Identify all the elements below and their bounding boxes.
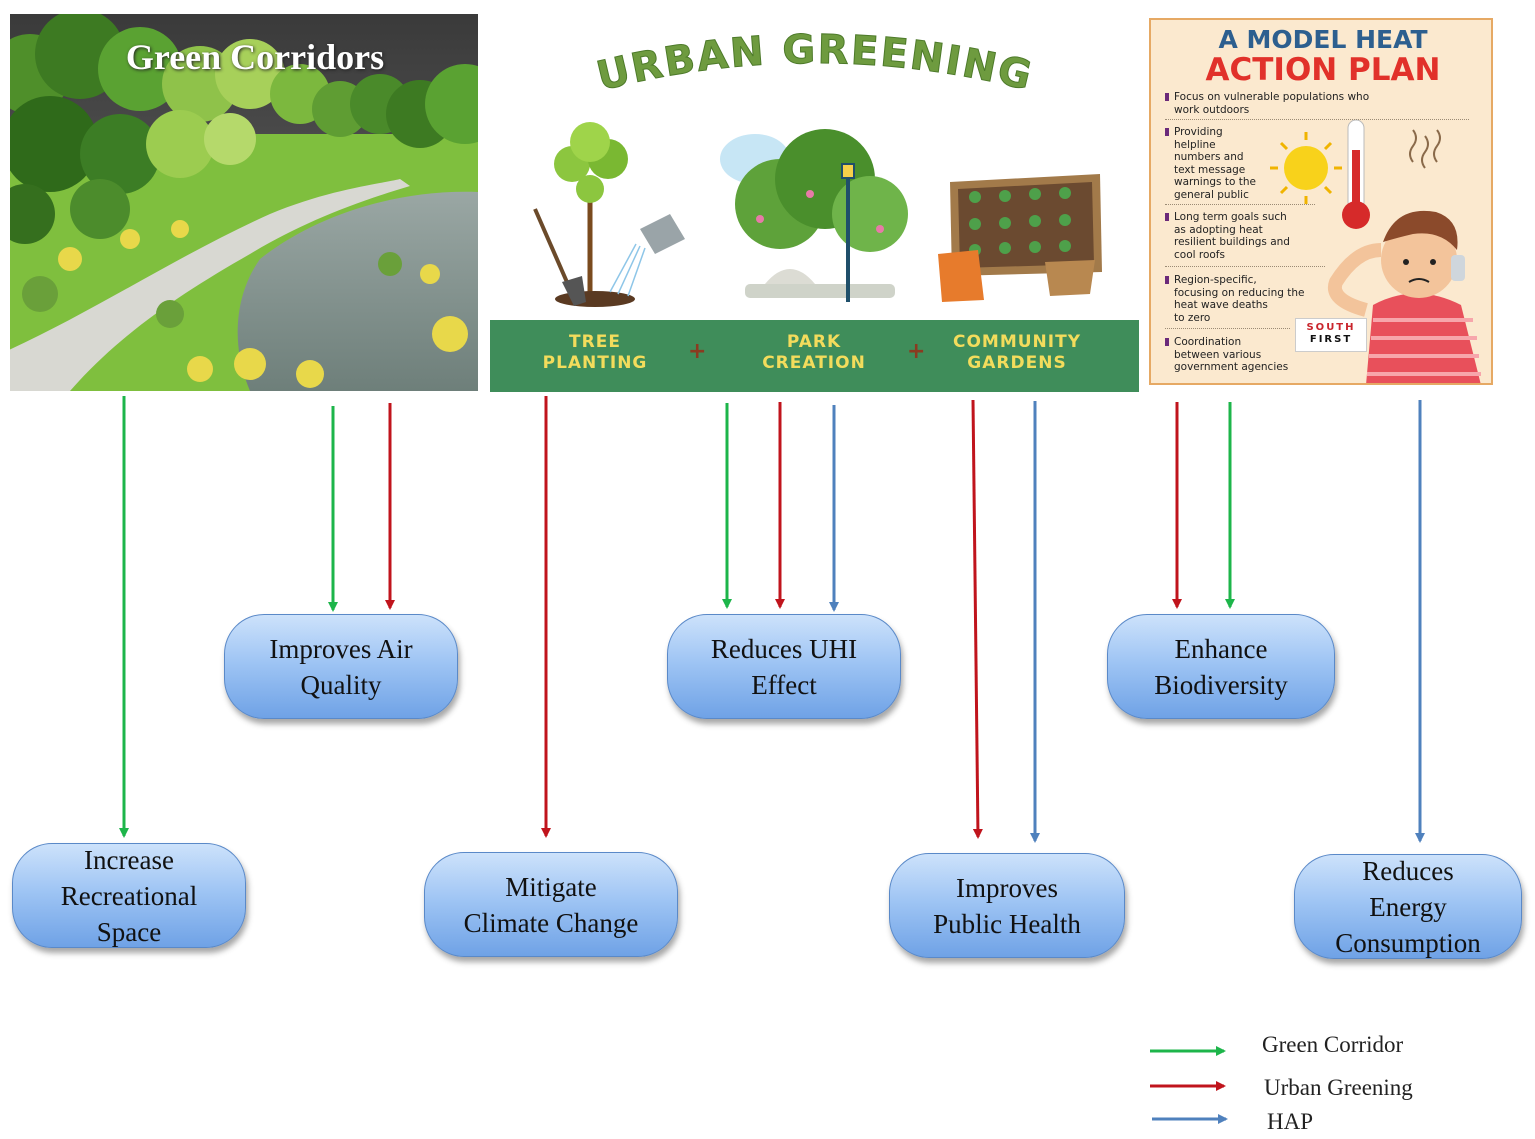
thermometer-icon — [1342, 119, 1370, 229]
urban-greening-title: URBAN GREENING — [592, 26, 1036, 100]
hap-title-line1: A MODEL HEAT — [1218, 25, 1428, 54]
tree-planting-label: TREE PLANTING — [510, 332, 680, 374]
divider — [1165, 204, 1315, 205]
tree-planting-line1: TREE — [569, 332, 621, 352]
green-corridors-image: Green Corridors — [10, 14, 478, 391]
heat-action-plan-illustration — [1270, 119, 1481, 383]
park-creation-label: PARK CREATION — [729, 332, 899, 374]
tree-planting-line2: PLANTING — [542, 353, 648, 373]
hap-item-4: Region-specific, focusing on reducing th… — [1165, 274, 1304, 324]
hap-title-line2: ACTION PLAN — [1205, 52, 1441, 88]
legend-label-urban-greening: Urban Greening — [1264, 1075, 1413, 1100]
south-first-logo: SOUTH FIRST — [1295, 318, 1367, 352]
community-gardens-line2: GARDENS — [967, 353, 1067, 373]
community-gardens-line1: COMMUNITY — [952, 332, 1082, 352]
park-creation-line1: PARK — [786, 332, 842, 352]
legend-label-green-corridor: Green Corridor — [1262, 1032, 1404, 1057]
hap-item-2: Providing helpline numbers and text mess… — [1165, 126, 1256, 201]
green-corridors-title: Green Corridors — [125, 37, 385, 77]
tree-planting-icon — [533, 122, 685, 307]
divider — [1165, 328, 1290, 329]
hap-item-1: Focus on vulnerable populations who work… — [1165, 91, 1369, 116]
plus-sign: + — [907, 339, 926, 364]
green-corridors-illustration — [10, 14, 478, 391]
hap-item-5: Coordination between various government … — [1165, 336, 1288, 374]
plus-sign: + — [688, 339, 707, 364]
legend-label-hap: HAP — [1267, 1109, 1314, 1134]
community-gardens-label: COMMUNITY GARDENS — [927, 332, 1107, 374]
heat-action-plan-panel: A MODEL HEAT ACTION PLAN Focus on vulner… — [1149, 18, 1493, 385]
urban-greening-panel: URBAN GREENING — [490, 14, 1139, 392]
community-gardens-icon — [938, 174, 1102, 302]
divider — [1165, 119, 1469, 120]
urban-greening-illustration: URBAN GREENING — [533, 26, 1102, 307]
divider — [1165, 266, 1325, 267]
hap-item-3: Long term goals such as adopting heat re… — [1165, 211, 1290, 261]
sun-icon — [1270, 132, 1342, 204]
park-creation-line2: CREATION — [762, 353, 866, 373]
svg-text:URBAN GREENING: URBAN GREENING — [592, 27, 1037, 100]
hot-person-icon — [1327, 210, 1481, 383]
park-creation-icon — [720, 129, 908, 302]
urban-greening-band — [490, 320, 1139, 392]
arrow-red-to-health — [971, 399, 983, 839]
